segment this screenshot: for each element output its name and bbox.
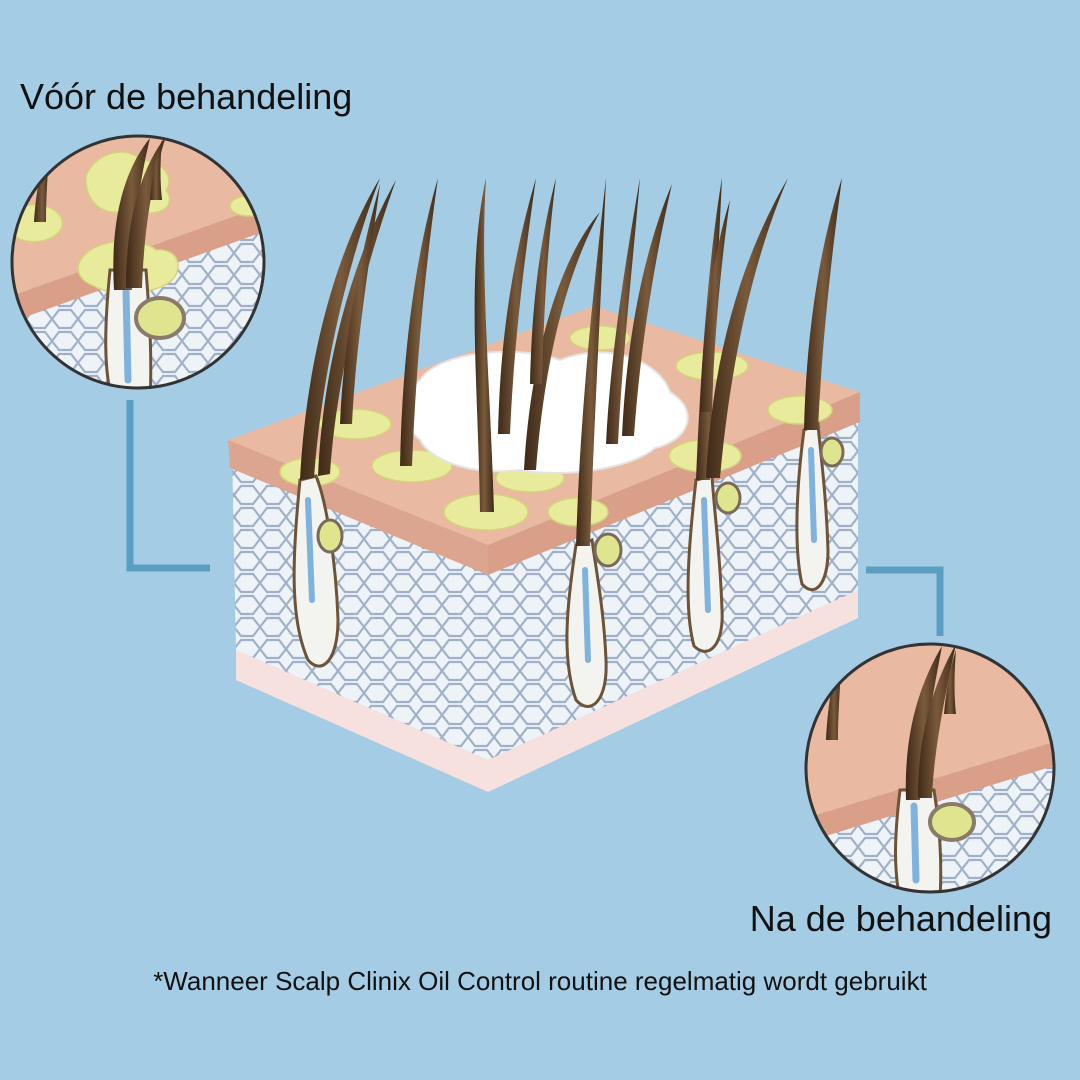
- after-zoom-circle: [804, 642, 1056, 894]
- after-treatment-label: Na de behandeling: [749, 898, 1052, 939]
- connector-after: [866, 566, 944, 636]
- skin-block: [228, 178, 860, 792]
- hair-follicles: [292, 421, 845, 708]
- footnote: *Wanneer Scalp Clinix Oil Control routin…: [153, 966, 927, 996]
- connector-before: [126, 400, 210, 572]
- before-zoom-circle: [10, 134, 266, 390]
- hair-strands: [300, 178, 842, 546]
- before-treatment-label: Vóór de behandeling: [20, 76, 353, 117]
